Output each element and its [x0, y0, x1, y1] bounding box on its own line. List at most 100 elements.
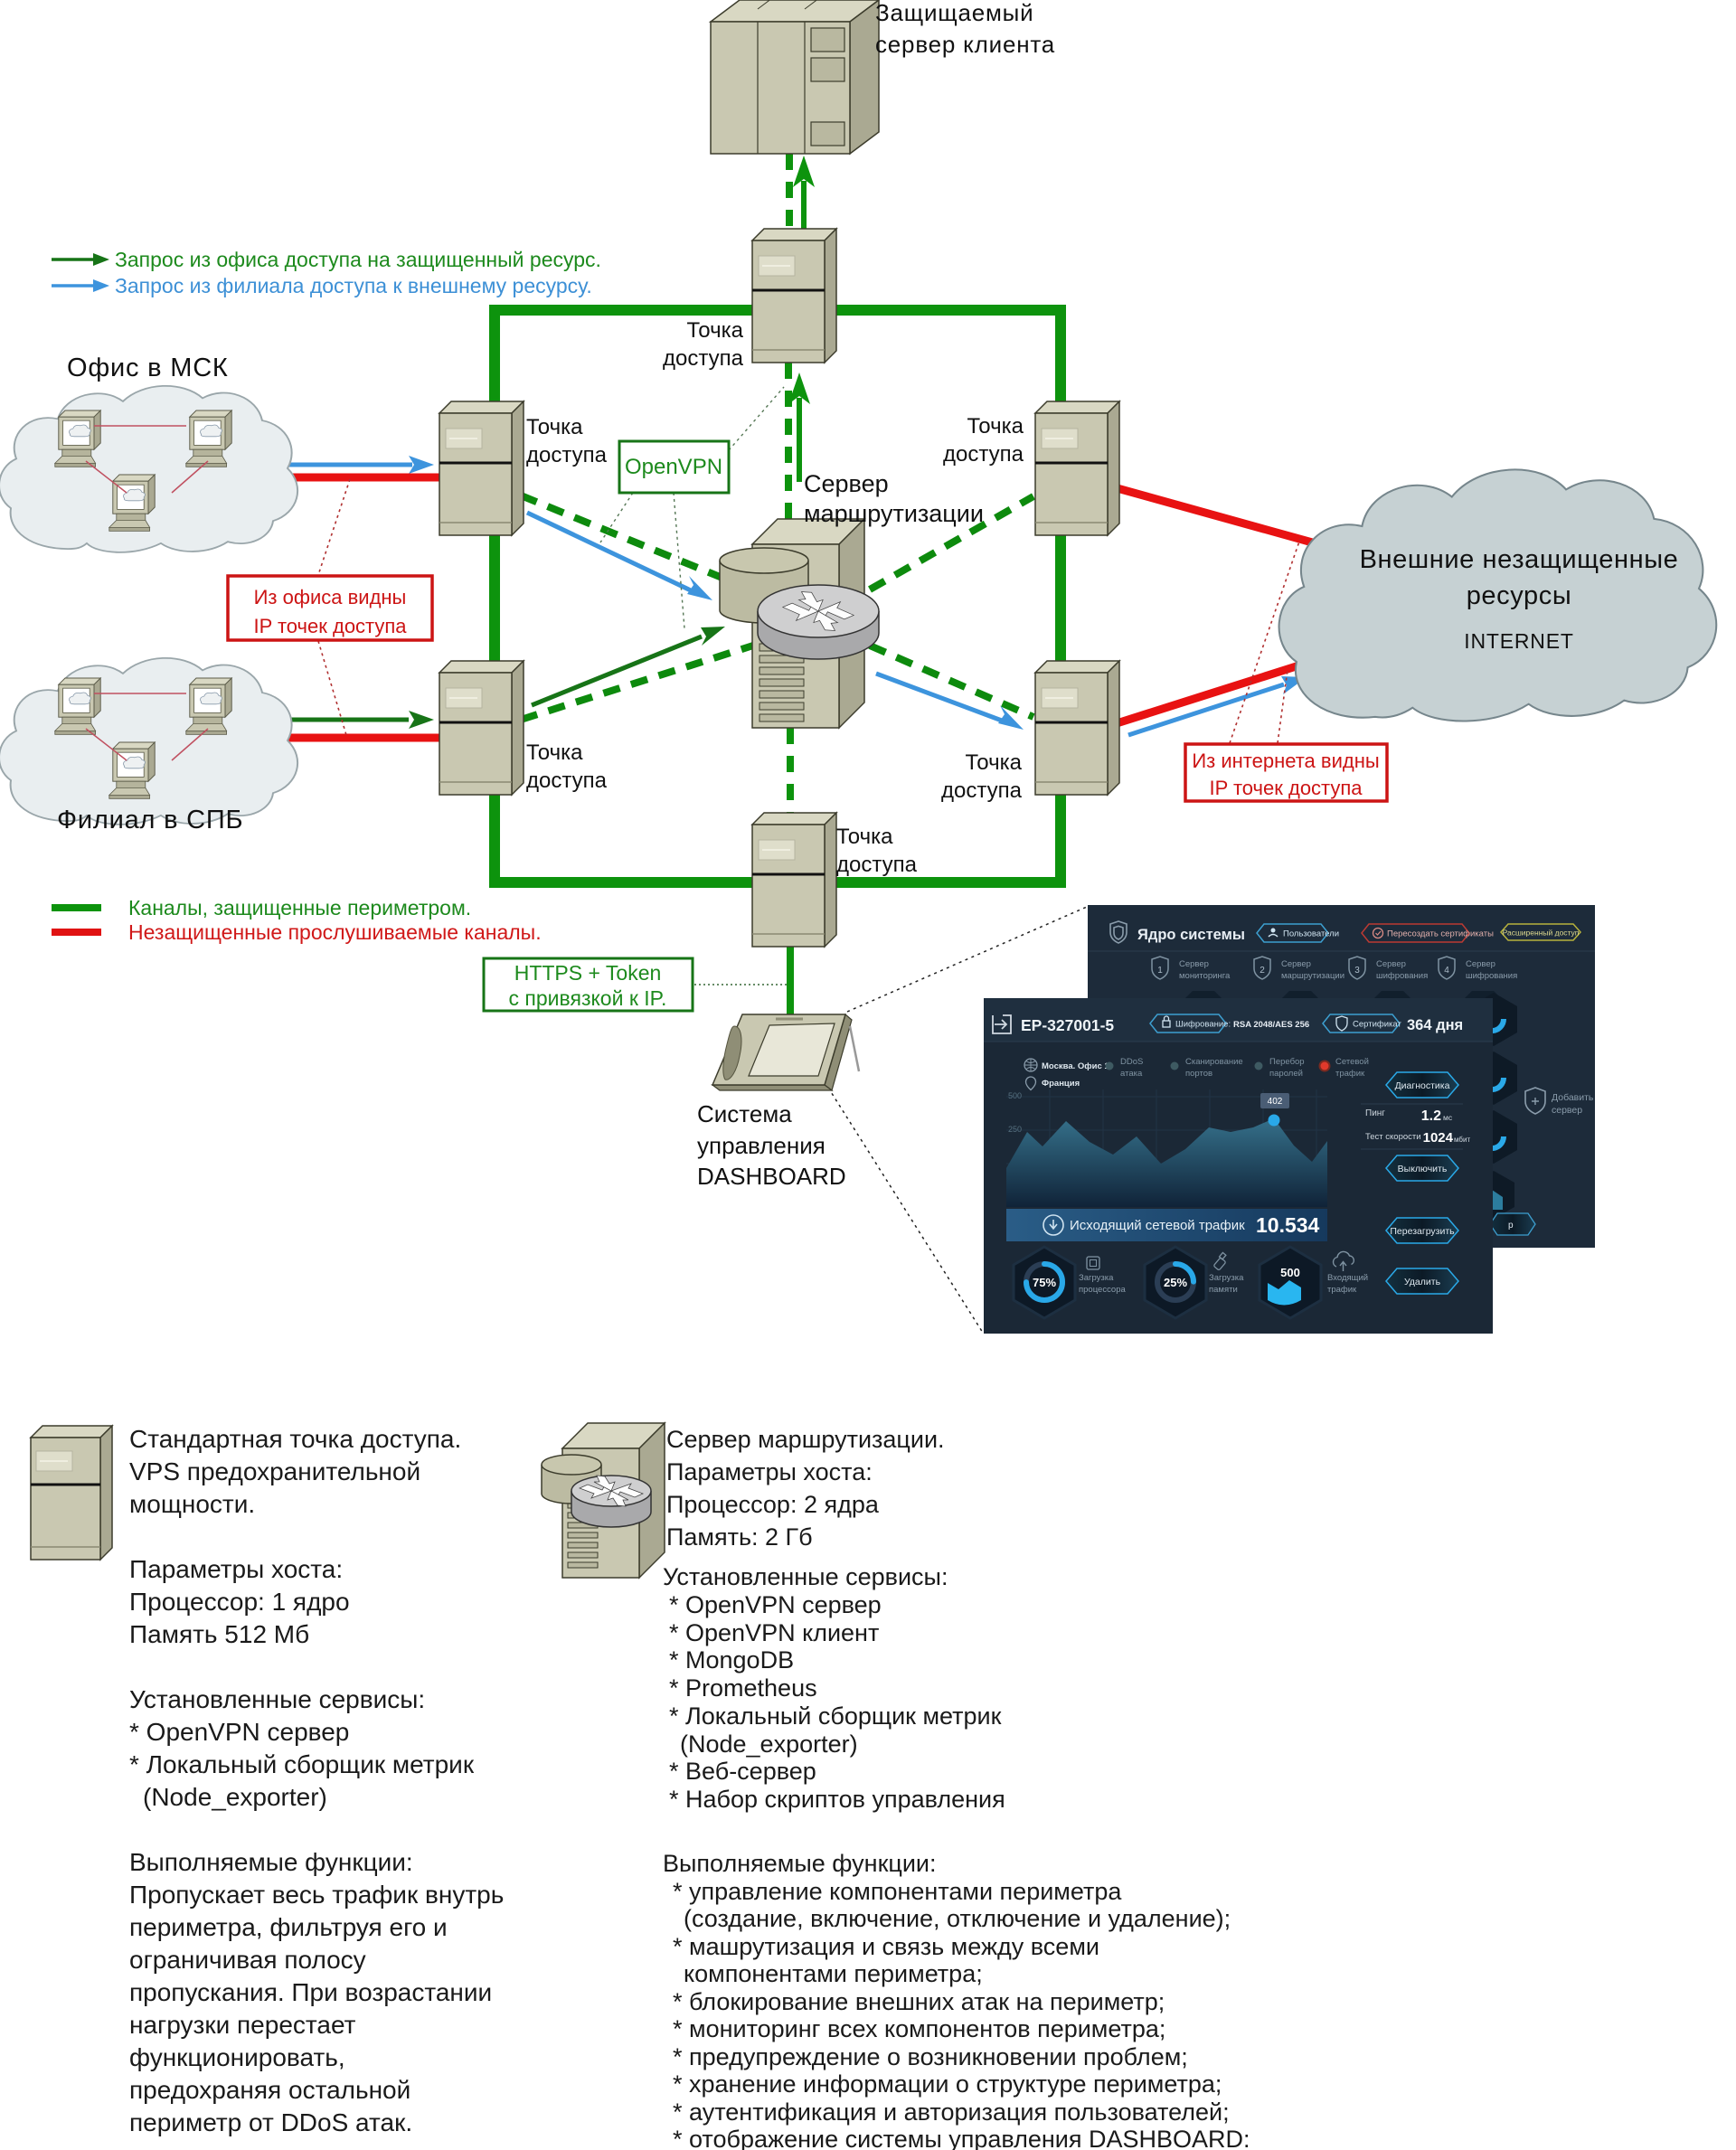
svg-text:(Node_exporter): (Node_exporter) — [143, 1783, 327, 1811]
svg-text:IP точек доступа: IP точек доступа — [1209, 777, 1363, 799]
svg-text:Защищаемый: Защищаемый — [875, 0, 1033, 26]
svg-text:2: 2 — [1260, 966, 1265, 976]
svg-text:Параметры хоста:: Параметры хоста: — [129, 1555, 343, 1583]
svg-text:* Prometheus: * Prometheus — [669, 1674, 817, 1702]
svg-text:* блокирование внешних атак на: * блокирование внешних атак на периметр; — [673, 1988, 1165, 2015]
svg-text:Офис в МСК: Офис в МСК — [67, 354, 229, 382]
svg-text:3: 3 — [1354, 966, 1360, 976]
svg-text:Шифрование:: Шифрование: — [1175, 1020, 1231, 1030]
svg-text:функционировать,: функционировать, — [129, 2043, 345, 2071]
svg-text:памяти: памяти — [1209, 1285, 1238, 1295]
svg-text:Удалить: Удалить — [1404, 1277, 1441, 1287]
svg-text:Сервер: Сервер — [1281, 959, 1311, 969]
svg-text:OpenVPN: OpenVPN — [625, 455, 722, 479]
svg-text:* OpenVPN сервер: * OpenVPN сервер — [669, 1591, 882, 1618]
svg-text:атака: атака — [1120, 1069, 1143, 1079]
svg-text:EP-327001-5: EP-327001-5 — [1021, 1016, 1114, 1034]
svg-text:маршрутизации: маршрутизации — [804, 500, 984, 527]
svg-text:шифрования: шифрования — [1376, 971, 1428, 981]
svg-text:VPS предохранительной: VPS предохранительной — [129, 1457, 420, 1485]
svg-text:10.534: 10.534 — [1256, 1213, 1320, 1237]
svg-text:нагрузки перестает: нагрузки перестает — [129, 2011, 356, 2039]
svg-text:HTTPS + Token: HTTPS + Token — [514, 961, 662, 985]
svg-text:Выполняемые функции:: Выполняемые функции: — [129, 1848, 413, 1876]
svg-text:402: 402 — [1268, 1097, 1283, 1107]
svg-text:1.2: 1.2 — [1421, 1108, 1441, 1124]
svg-text:500: 500 — [1280, 1266, 1300, 1279]
svg-text:Точка: Точка — [966, 750, 1023, 775]
svg-text:Загрузка: Загрузка — [1209, 1273, 1244, 1283]
svg-text:р: р — [1508, 1221, 1514, 1231]
svg-text:* машрутизация и связь между в: * машрутизация и связь между всеми — [673, 1933, 1099, 1960]
svg-text:шифрования: шифрования — [1466, 971, 1517, 981]
svg-text:* OpenVPN сервер: * OpenVPN сервер — [129, 1718, 349, 1746]
svg-text:доступа: доступа — [836, 853, 918, 877]
svg-text:Входящий: Входящий — [1327, 1273, 1368, 1283]
svg-text:* отображение системы управлен: * отображение системы управления DASHBOA… — [673, 2126, 1250, 2150]
svg-text:Точка: Точка — [687, 318, 744, 343]
svg-text:1: 1 — [1157, 966, 1163, 976]
svg-text:Установленные сервисы:: Установленные сервисы: — [129, 1685, 425, 1713]
svg-text:мс: мс — [1443, 1113, 1453, 1122]
svg-text:доступа: доступа — [526, 769, 608, 793]
svg-text:IP точек доступа: IP точек доступа — [253, 615, 407, 637]
svg-text:ограничивая полосу: ограничивая полосу — [129, 1946, 366, 1974]
svg-text:компонентами периметра;: компонентами периметра; — [684, 1960, 983, 1987]
svg-text:управления: управления — [697, 1132, 826, 1159]
svg-text:мбит: мбит — [1454, 1136, 1470, 1144]
svg-text:364 дня: 364 дня — [1407, 1017, 1463, 1033]
svg-text:Запрос из филиала доступа к вн: Запрос из филиала доступа к внешнему рес… — [115, 274, 592, 297]
svg-text:Добавить: Добавить — [1552, 1092, 1594, 1103]
svg-text:периметра, фильтруя его и: периметра, фильтруя его и — [129, 1913, 448, 1941]
svg-text:* MongoDB: * MongoDB — [669, 1646, 794, 1674]
svg-text:Расширенный доступ: Расширенный доступ — [1503, 929, 1580, 938]
svg-text:трафик: трафик — [1327, 1285, 1357, 1295]
svg-text:Загрузка: Загрузка — [1079, 1273, 1114, 1283]
svg-text:75%: 75% — [1033, 1276, 1056, 1289]
svg-text:Сертификат: Сертификат — [1353, 1020, 1401, 1030]
svg-text:Сервер: Сервер — [1376, 959, 1406, 969]
svg-text:500: 500 — [1008, 1091, 1022, 1100]
svg-text:Сервер маршрутизации.: Сервер маршрутизации. — [666, 1426, 945, 1453]
svg-text:DASHBOARD: DASHBOARD — [697, 1163, 846, 1190]
svg-text:сервер клиента: сервер клиента — [875, 31, 1055, 58]
svg-text:Перезагрузить: Перезагрузить — [1390, 1226, 1455, 1237]
svg-text:паролей: паролей — [1269, 1069, 1303, 1079]
svg-text:маршрутизации: маршрутизации — [1281, 971, 1344, 981]
svg-text:Выполняемые функции:: Выполняемые функции: — [663, 1850, 937, 1877]
svg-text:4: 4 — [1444, 966, 1449, 976]
svg-text:портов: портов — [1185, 1069, 1212, 1079]
svg-text:Ядро системы: Ядро системы — [1137, 927, 1245, 943]
svg-text:Сервер: Сервер — [1466, 959, 1495, 969]
svg-text:Точка: Точка — [526, 415, 583, 439]
svg-text:мощности.: мощности. — [129, 1490, 255, 1518]
svg-text:* мониторинг всех компонентов: * мониторинг всех компонентов периметра; — [673, 2015, 1165, 2042]
svg-text:Установленные сервисы:: Установленные сервисы: — [663, 1563, 948, 1590]
svg-text:* Локальный сборщик метрик: * Локальный сборщик метрик — [129, 1750, 475, 1778]
svg-text:доступа: доступа — [943, 442, 1024, 467]
svg-text:Запрос из офиса доступа на защ: Запрос из офиса доступа на защищенный ре… — [115, 248, 601, 271]
svg-text:INTERNET: INTERNET — [1464, 629, 1573, 653]
svg-text:Исходящий сетевой трафик: Исходящий сетевой трафик — [1070, 1218, 1245, 1233]
svg-text:Точка: Точка — [967, 414, 1024, 438]
svg-text:пропускания. При возрастании: пропускания. При возрастании — [129, 1978, 492, 2006]
svg-text:Процессор: 2 ядра: Процессор: 2 ядра — [666, 1491, 880, 1518]
svg-text:мониторинга: мониторинга — [1179, 971, 1231, 981]
svg-text:Тест скорости: Тест скорости — [1365, 1132, 1421, 1142]
svg-text:Франция: Франция — [1042, 1079, 1080, 1089]
svg-text:процессора: процессора — [1079, 1285, 1127, 1295]
svg-text:* Веб-сервер: * Веб-сервер — [669, 1758, 816, 1785]
svg-text:Память: 2 Гб: Память: 2 Гб — [666, 1523, 813, 1551]
svg-text:Филиал в СПБ: Филиал в СПБ — [57, 806, 243, 835]
svg-text:доступа: доступа — [526, 443, 608, 467]
svg-text:Система: Система — [697, 1100, 792, 1127]
svg-text:Перебор: Перебор — [1269, 1057, 1305, 1067]
svg-text:Сканирование: Сканирование — [1185, 1057, 1243, 1067]
svg-text:Пересоздать сертификаты: Пересоздать сертификаты — [1387, 929, 1494, 939]
svg-text:Пропускает весь трафик внутрь: Пропускает весь трафик внутрь — [129, 1881, 504, 1909]
svg-text:Внешние незащищенные: Внешние незащищенные — [1360, 545, 1679, 574]
svg-text:1024: 1024 — [1423, 1130, 1454, 1146]
svg-text:* Локальный сборщик метрик: * Локальный сборщик метрик — [669, 1702, 1002, 1730]
svg-text:DDoS: DDoS — [1120, 1057, 1143, 1067]
svg-text:(Node_exporter): (Node_exporter) — [680, 1730, 858, 1758]
